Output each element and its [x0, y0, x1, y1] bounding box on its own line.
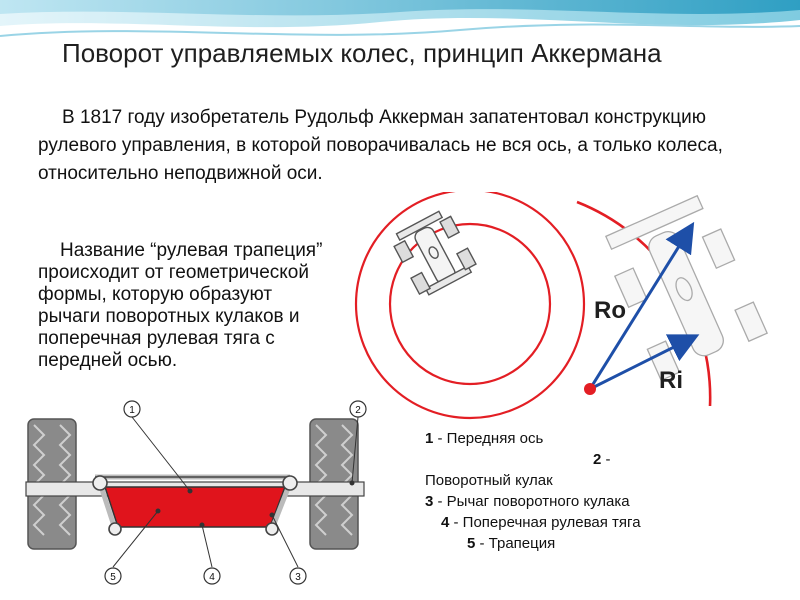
legend: 1 - Передняя ось 2 - Поворотный кулак 3 …: [425, 428, 745, 554]
callout-1: 1: [129, 405, 135, 416]
callout-4: 4: [209, 572, 215, 583]
steering-trapezoid-diagram: 1 2 3 4 5: [25, 400, 367, 585]
legend-item: 3 - Рычаг поворотного кулака: [425, 493, 630, 510]
legend-item: 2 -: [593, 451, 611, 468]
callout-leaders: [112, 416, 359, 568]
callout-2: 2: [355, 405, 361, 416]
race-car-icon: [393, 210, 477, 296]
intro-paragraph: В 1817 году изобретатель Рудольф Аккерма…: [38, 107, 723, 184]
legend-item: 1 - Передняя ось: [425, 430, 544, 447]
callout-5: 5: [110, 572, 116, 583]
header-wave-decoration: [0, 0, 800, 37]
turning-circles-diagram: Ro Ri: [354, 192, 769, 420]
turn-center-point: [584, 383, 596, 395]
tie-rod-and-arms: [92, 474, 298, 536]
inner-radius-label: Ri: [659, 367, 683, 394]
concentric-circles: [354, 192, 586, 420]
radius-arrows: [584, 221, 700, 395]
trapezoid-shape: [103, 486, 287, 528]
trapezoid-paragraph: Название “рулевая трапеция” происходит о…: [38, 240, 323, 371]
race-car-large-icon: [604, 194, 769, 382]
legend-item: 5 - Трапеция: [467, 535, 556, 552]
legend-item: Поворотный кулак: [425, 472, 553, 489]
callout-markers: 1 2 3 4 5: [104, 400, 367, 585]
outer-radius-label: Ro: [594, 297, 626, 324]
slide-title: Поворот управляемых колес, принцип Аккер…: [62, 38, 662, 68]
callout-3: 3: [295, 572, 301, 583]
legend-item: 4 - Поперечная рулевая тяга: [441, 514, 641, 531]
